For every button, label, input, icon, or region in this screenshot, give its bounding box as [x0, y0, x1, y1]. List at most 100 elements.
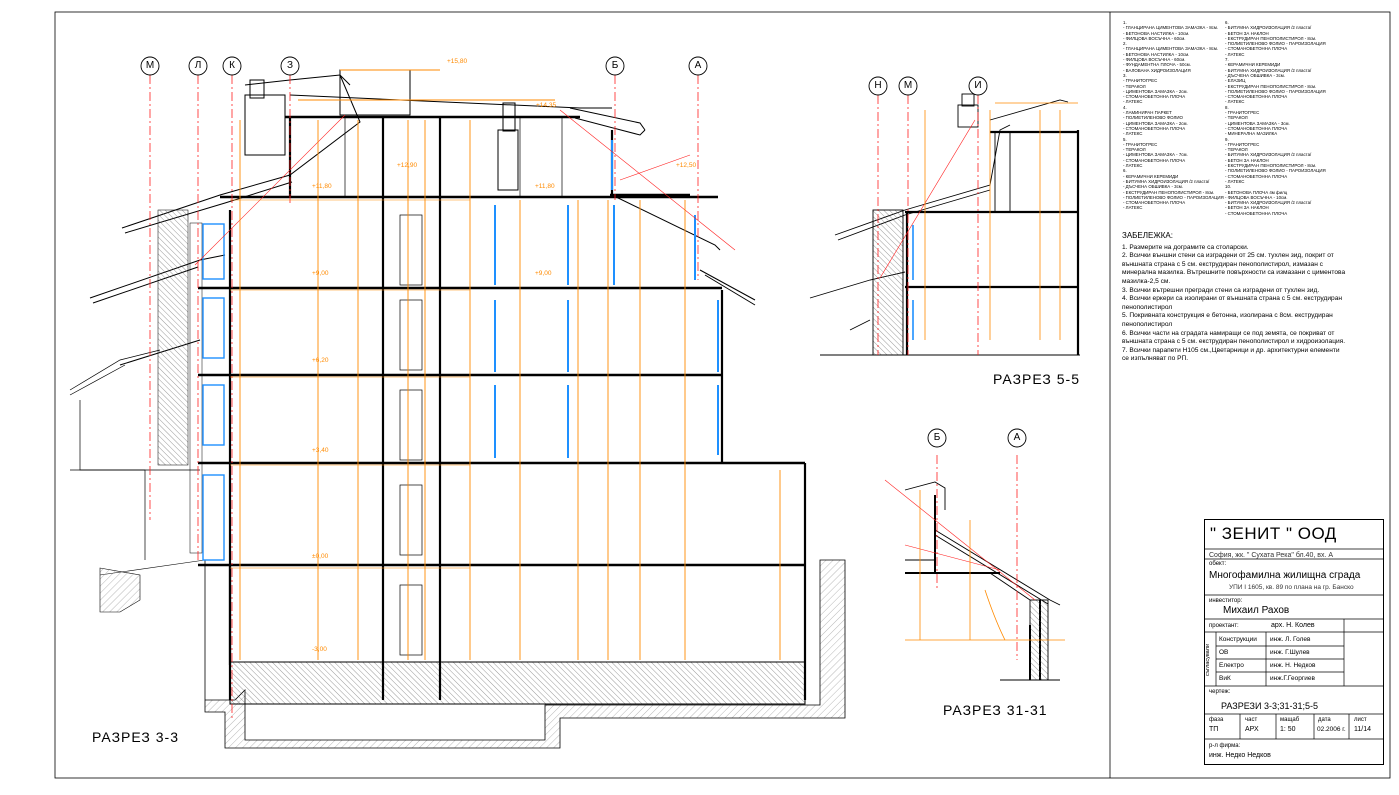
section-3-3: [69, 69, 846, 749]
spec-line: - БЕТОНОВА НАСТИЛКА - 10см.: [1123, 30, 1190, 36]
level-tag: +6,20: [312, 357, 329, 364]
scale-value: 1: 50: [1280, 726, 1296, 733]
spec-line: - ЦИМЕНТОВА ЗАМАЗКА - 2см.: [1123, 120, 1188, 126]
note-item: 5. Покривната конструкция е бетонна, изо…: [1122, 312, 1333, 328]
level-tag: +11,80: [312, 183, 332, 190]
level-tag: +12,90: [397, 162, 418, 169]
spec-line: - БИТУМНА ХИДРОИЗОЛАЦИЯ /2 пласта/: [1225, 25, 1312, 31]
axis-bubble: [222, 56, 242, 76]
spec-line: - ПОЛИЕТИЛЕНОВО ФОЛИО - ПАРОИЗОЛАЦИЯ: [1225, 41, 1326, 47]
collab-label: съгласували: [1205, 643, 1212, 677]
spec-line: - ЛАТЕКС: [1123, 131, 1143, 137]
material-spec-left: 1.- ГЛАНЦИРАНА ЦИМЕНТОВА ЗАМАЗКА - 8см.-…: [1123, 20, 1224, 211]
spec-line: - ЦИМЕНТОВА ЗАМАЗКА - 7см.: [1123, 152, 1188, 158]
level-tag: +9,00: [535, 270, 552, 277]
axis-label: З: [286, 60, 294, 71]
level-tag: +15,80: [447, 58, 468, 65]
date-label: дата: [1318, 717, 1331, 723]
spec-line: - БИТУМНА ХИДРОИЗОЛАЦИЯ /2 пласта/: [1225, 200, 1312, 206]
spec-line: - ЛАТЕКС: [1123, 205, 1143, 211]
spec-line: - ТЕРАКОЛ: [1225, 147, 1248, 153]
note-item: 4. Всички еркери са изолирани от външнат…: [1122, 295, 1343, 311]
level-tag: +3,40: [312, 447, 329, 454]
company-address: София, жк. " Сухата Река" бл.40, вх. А: [1209, 552, 1334, 559]
company-name: " ЗЕНИТ " ООД: [1210, 524, 1337, 543]
spec-line: - СТОМАНОБЕТОННА ПЛОЧА: [1225, 125, 1288, 131]
spec-line: 4.: [1123, 104, 1127, 110]
spec-line: - СТОМАНОБЕТОННА ПЛОЧА: [1123, 157, 1186, 163]
spec-line: - ВАЛОВАНА ХИДРОИЗОЛАЦИЯ: [1123, 67, 1191, 73]
spec-line: - ЛАТЕКС: [1225, 51, 1245, 57]
spec-line: - ЦИМЕНТОВА ЗАМАЗКА - 2см.: [1123, 88, 1188, 94]
spec-line: - ГРАНИТОГРЕС: [1225, 141, 1260, 147]
title-block: " ЗЕНИТ " ООД София, жк. " Сухата Река" …: [1204, 519, 1384, 765]
spec-line: 6.: [1225, 20, 1229, 25]
section-title-31-31: РАЗРЕЗ 31-31: [943, 702, 1048, 718]
note-item: 7. Всички парапети Н105 см.,Цветарници и…: [1122, 346, 1340, 363]
section-31-31: [884, 455, 1065, 681]
collab-name: инж.Г.Георгиев: [1270, 675, 1315, 682]
note-item: 3. Всички вътрешни прегради стени са изг…: [1122, 286, 1320, 294]
axis-label: Б: [933, 432, 941, 443]
axis-label: К: [229, 60, 235, 71]
axis-bubble: [140, 56, 160, 76]
spec-line: - БЕТОН ЗА НАКЛОН: [1225, 30, 1269, 36]
spec-line: - ЛАМИНИРАН ПАРКЕТ: [1123, 110, 1172, 116]
spec-line: - ФУНДАМЕНТНА ПЛОЧА - 50см.: [1123, 62, 1191, 68]
spec-line: - ДЪСЧЕНА ОБШИВКА - 3см.: [1225, 72, 1285, 78]
notes-block: ЗАБЕЛЕЖКА: 1. Размерите на дограмите са …: [1122, 231, 1347, 364]
axis-label: А: [1013, 432, 1021, 443]
axis-bubble: [1007, 428, 1027, 448]
spec-line: - ФИЛЦОВА ВОСЪЧНА - 10см.: [1225, 194, 1288, 200]
level-tag: -3,00: [312, 646, 327, 653]
axis-label: Б: [611, 60, 619, 71]
section-5-5: [809, 93, 1080, 356]
note-item: 1. Размерите на дограмите са столарски.: [1122, 243, 1249, 251]
spec-line: - ЕКСТРУДИРАН ПЕНОПОЛИСТИРОЛ - 8см.: [1225, 163, 1317, 169]
axis-bubble: [898, 76, 918, 96]
note-item: 6. Всички части на сградата намиращи се …: [1122, 329, 1346, 346]
date-value: 02.2006 г.: [1317, 726, 1346, 733]
collab-name: инж. Г.Шулев: [1270, 649, 1310, 656]
axis-label: Н: [874, 80, 882, 91]
spec-line: - ЛАТЕКС: [1123, 99, 1143, 105]
scale-label: мащаб: [1280, 717, 1300, 723]
axis-bubble: [280, 56, 300, 76]
sheet-border: [54, 11, 1391, 779]
notes-heading: ЗАБЕЛЕЖКА:: [1122, 231, 1173, 240]
spec-line: - ПОЛИЕТИЛЕНОВО ФОЛИО: [1123, 115, 1183, 121]
axis-bubble: [927, 428, 947, 448]
level-tag: +11,80: [535, 183, 555, 190]
axis-label: А: [694, 60, 702, 71]
spec-line: - ЕКСТРУДИРАН ПЕНОПОЛИСТИРОЛ - 8см.: [1225, 83, 1317, 89]
axis-bubble: [605, 56, 625, 76]
spec-line: - ГРАНИТОГРЕС: [1123, 141, 1158, 147]
drawing-label: чертеж:: [1209, 689, 1231, 695]
spec-line: - ЛАТЕКС: [1123, 163, 1143, 169]
spec-line: - ПОЛИЕТИЛЕНОВО ФОЛИО - ПАРОИЗОЛАЦИЯ: [1123, 194, 1224, 200]
investor-label: инвеститор:: [1209, 598, 1243, 604]
spec-line: - ГРАНИТОГРЕС: [1225, 110, 1260, 116]
firm-name: инж. Недко Недков: [1209, 752, 1271, 759]
spec-line: - БИТУМНА ХИДРОИЗОЛАЦИЯ /2 пласта/: [1225, 152, 1312, 158]
level-tag: +12,50: [676, 162, 697, 169]
material-spec-right: 6.- БИТУМНА ХИДРОИЗОЛАЦИЯ /2 пласта/- БЕ…: [1225, 20, 1326, 216]
title-block-grid: [1204, 548, 1384, 740]
spec-line: 3.: [1123, 72, 1127, 78]
spec-line: - КЕРАМИЧНИ КЕРЕМИДИ: [1225, 62, 1281, 68]
spec-line: - КЕРАМИЧНИ КЕРЕМИДИ: [1123, 173, 1179, 179]
sheet-value: 11/14: [1354, 726, 1371, 733]
part-label: част: [1245, 717, 1258, 723]
spec-line: - СТОМАНОБЕТОННА ПЛОЧА: [1225, 46, 1288, 52]
spec-line: - ЛАТЕКС: [1225, 178, 1245, 184]
investor-name: Михаил Рахов: [1223, 605, 1290, 616]
spec-line: - СТОМАНОБЕТОННА ПЛОЧА: [1225, 94, 1288, 100]
collab-name: инж. Н. Недков: [1270, 662, 1316, 669]
spec-line: 6.: [1123, 168, 1127, 174]
spec-line: - ТЕРАКОЛ: [1123, 147, 1146, 153]
spec-line: - ТЕРАКОЛ: [1123, 83, 1146, 89]
collab-part: ОВ: [1219, 649, 1229, 656]
spec-line: - ЦИМЕНТОВА ЗАМАЗКА - 3см.: [1225, 120, 1290, 126]
spec-line: 1.: [1123, 20, 1127, 25]
spec-line: - СТОМАНОБЕТОННА ПЛОЧА: [1225, 210, 1288, 216]
